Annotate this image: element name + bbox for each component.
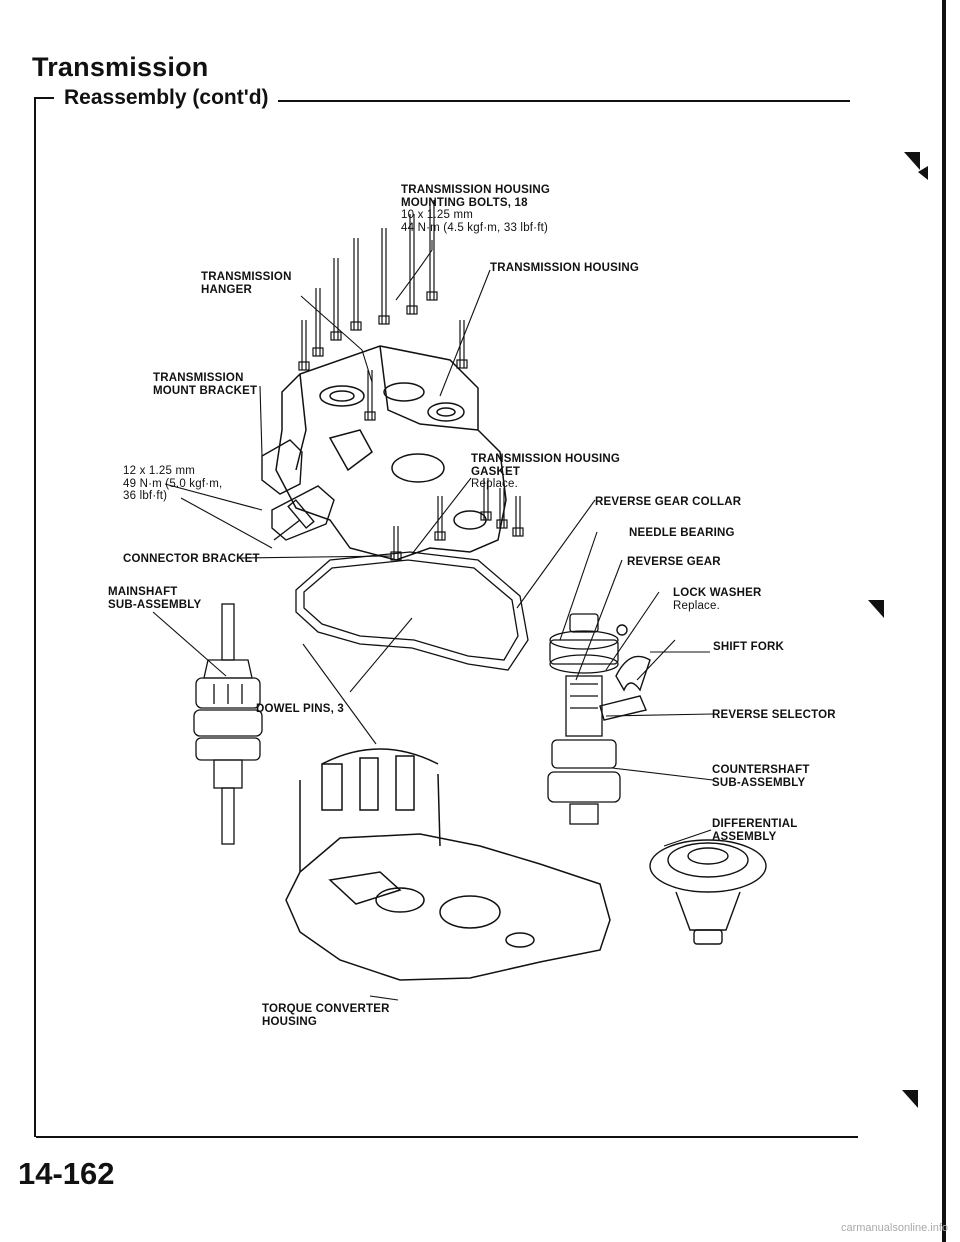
leader-lines <box>152 240 714 1001</box>
bolt <box>406 214 418 315</box>
label-mainshaft: MAINSHAFT SUB-ASSEMBLY <box>108 586 202 611</box>
header-frame-left <box>34 97 36 1137</box>
label-transmission-housing: TRANSMISSION HOUSING <box>490 262 640 274</box>
mount-bracket <box>261 439 335 541</box>
label-torque-converter-housing: TORQUE CONVERTER HOUSING <box>262 1003 390 1028</box>
header-tick <box>34 97 54 99</box>
bolt <box>330 258 342 341</box>
transmission-housing <box>275 345 507 561</box>
label-lock-washer: LOCK WASHER Replace. <box>673 587 762 612</box>
differential-assembly <box>649 839 767 945</box>
bolt <box>426 200 438 301</box>
page-number: 14-162 <box>18 1156 115 1191</box>
header-rule <box>278 100 850 102</box>
section-subtitle: Reassembly (cont'd) <box>64 86 269 109</box>
label-shift-fork: SHIFT FORK <box>713 641 784 653</box>
label-countershaft: COUNTERSHAFT SUB-ASSEMBLY <box>712 764 810 789</box>
label-dowel-pins: DOWEL PINS, 3 <box>256 703 345 715</box>
bolt <box>434 496 446 541</box>
countershaft-assembly <box>547 613 621 825</box>
bolt <box>364 370 376 421</box>
label-needle-bearing: NEEDLE BEARING <box>629 527 735 539</box>
label-differential: DIFFERENTIAL ASSEMBLY <box>712 818 798 843</box>
mainshaft-assembly <box>193 603 263 845</box>
shift-fork <box>599 624 651 721</box>
bolt <box>512 496 524 537</box>
housing-gasket <box>295 551 529 671</box>
bolt <box>456 320 468 369</box>
footer-rule <box>36 1136 858 1138</box>
bolt <box>312 288 324 357</box>
watermark: carmanualsonline.info <box>840 1222 948 1234</box>
label-reverse-gear-collar: REVERSE GEAR COLLAR <box>595 496 742 508</box>
label-mount-bracket: TRANSMISSION MOUNT BRACKET <box>153 372 258 397</box>
label-transmission-hanger: TRANSMISSION HANGER <box>201 271 292 296</box>
bolt <box>378 228 390 325</box>
label-housing-gasket: TRANSMISSION HOUSING GASKET Replace. <box>471 453 621 490</box>
bolt <box>298 320 310 371</box>
torque-converter-housing <box>285 748 611 981</box>
label-mounting-bolts: TRANSMISSION HOUSING MOUNTING BOLTS, 18 … <box>401 184 551 234</box>
mounting-bolts <box>298 200 524 561</box>
tab-markers <box>868 152 928 1108</box>
label-connector-bracket: CONNECTOR BRACKET <box>123 553 260 565</box>
label-bracket-torque: 12 x 1.25 mm 49 N·m (5.0 kgf·m, 36 lbf·f… <box>123 465 223 502</box>
page-title: Transmission <box>32 52 209 82</box>
bolt <box>350 238 362 331</box>
label-reverse-gear: REVERSE GEAR <box>627 556 721 568</box>
label-reverse-selector: REVERSE SELECTOR <box>712 709 836 721</box>
bolt <box>390 526 402 561</box>
